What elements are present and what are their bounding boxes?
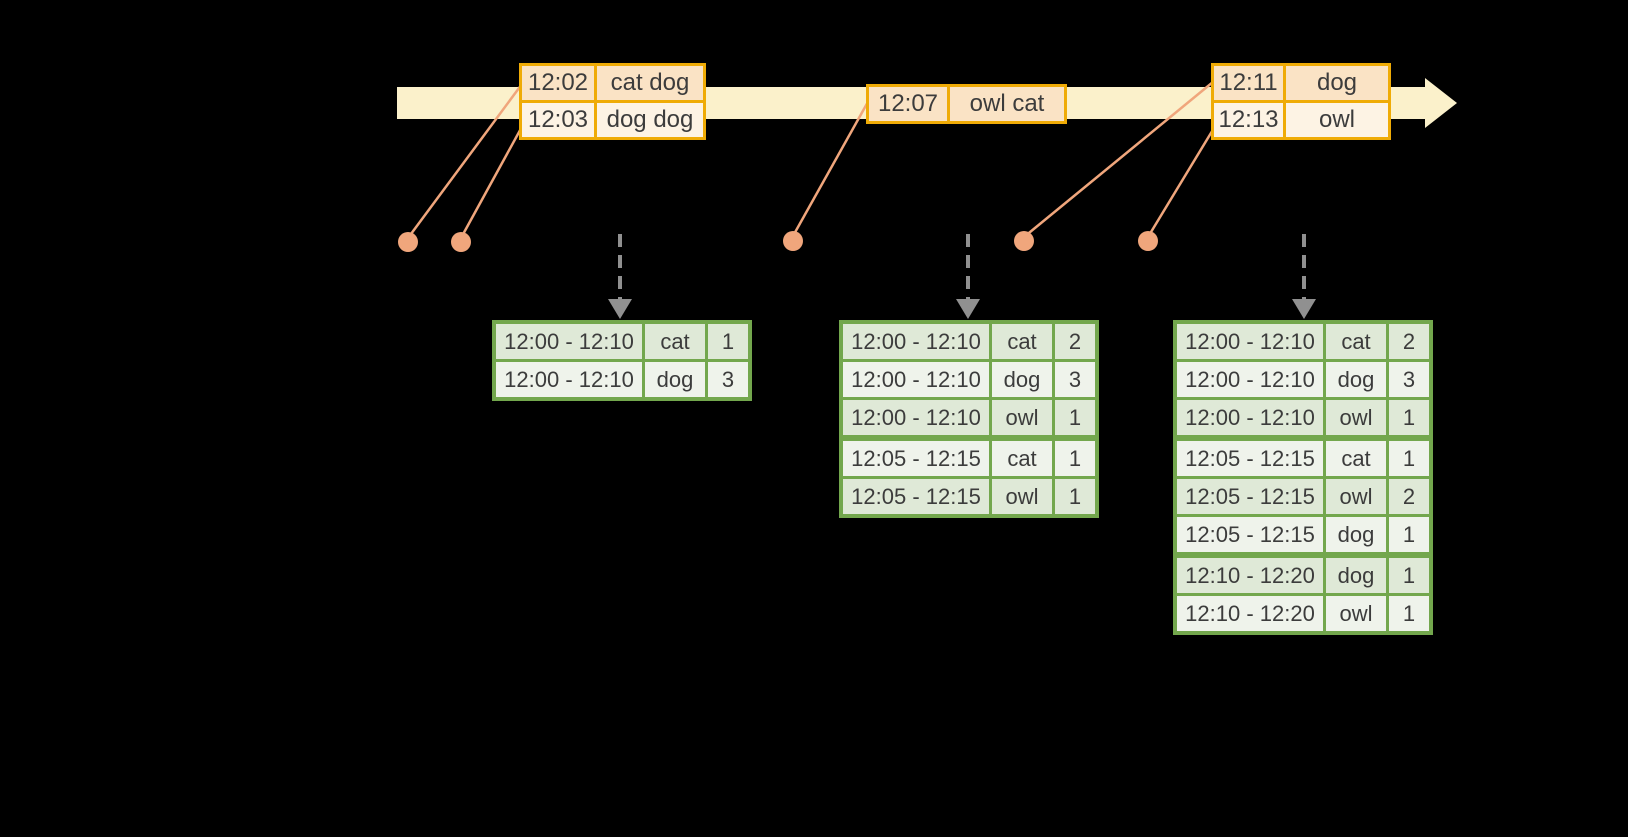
cell-window: 12:05 - 12:15 xyxy=(1177,517,1323,552)
event-dots xyxy=(398,231,1158,252)
table-row: 12:00 - 12:10 owl 1 xyxy=(1177,400,1429,435)
cell-count: 1 xyxy=(708,324,748,359)
trigger-arrowheads xyxy=(608,299,1316,319)
table-row: 12:00 - 12:10 dog 3 xyxy=(843,362,1095,397)
table-row: 12:10 - 12:20 dog 1 xyxy=(1177,558,1429,593)
cell-word: cat xyxy=(645,324,705,359)
connector-line xyxy=(459,122,526,239)
cell-count: 3 xyxy=(1389,362,1429,397)
cell-window: 12:05 - 12:15 xyxy=(1177,479,1323,514)
result-table-2: 12:00 - 12:10 cat 2 12:00 - 12:10 dog 3 … xyxy=(839,320,1099,518)
table-row: 12:00 - 12:10 cat 2 xyxy=(843,324,1095,359)
cell-word: dog xyxy=(1326,362,1386,397)
cell-time: 12:13 xyxy=(1214,103,1283,137)
cell-count: 2 xyxy=(1389,479,1429,514)
cell-time: 12:03 xyxy=(522,103,594,137)
table-row: 12:05 - 12:15 owl 1 xyxy=(843,479,1095,514)
cell-count: 1 xyxy=(1389,517,1429,552)
cell-words: dog dog xyxy=(597,103,703,137)
cell-window: 12:00 - 12:10 xyxy=(496,362,642,397)
trigger-arrow-lines xyxy=(618,234,1306,300)
event-table-2: 12:07 owl cat xyxy=(866,84,1067,124)
cell-count: 1 xyxy=(1055,441,1095,476)
cell-time: 12:07 xyxy=(869,87,947,121)
table-row: 12:10 - 12:20 owl 1 xyxy=(1177,596,1429,631)
event-dot xyxy=(1138,231,1158,251)
cell-word: cat xyxy=(992,324,1052,359)
cell-word: dog xyxy=(645,362,705,397)
cell-words: owl xyxy=(1286,103,1388,137)
cell-word: owl xyxy=(1326,400,1386,435)
cell-time: 12:11 xyxy=(1214,66,1283,100)
table-row: 12:05 - 12:15 dog 1 xyxy=(1177,517,1429,552)
cell-count: 1 xyxy=(1389,441,1429,476)
cell-count: 2 xyxy=(1389,324,1429,359)
cell-word: dog xyxy=(1326,558,1386,593)
cell-count: 3 xyxy=(708,362,748,397)
cell-window: 12:00 - 12:10 xyxy=(843,324,989,359)
cell-count: 1 xyxy=(1055,479,1095,514)
cell-word: owl xyxy=(1326,479,1386,514)
table-row: 12:00 - 12:10 cat 1 xyxy=(496,324,748,359)
connector-line xyxy=(406,83,524,239)
event-table-1: 12:02 cat dog 12:03 dog dog xyxy=(519,63,706,140)
cell-window: 12:05 - 12:15 xyxy=(843,441,989,476)
cell-window: 12:10 - 12:20 xyxy=(1177,596,1323,631)
connector-line xyxy=(1146,127,1216,238)
cell-word: cat xyxy=(1326,324,1386,359)
cell-word: dog xyxy=(992,362,1052,397)
cell-window: 12:00 - 12:10 xyxy=(1177,400,1323,435)
table-row: 12:00 - 12:10 dog 3 xyxy=(496,362,748,397)
cell-word: dog xyxy=(1326,517,1386,552)
cell-words: cat dog xyxy=(597,66,703,100)
event-dot xyxy=(783,231,803,251)
cell-word: owl xyxy=(992,479,1052,514)
cell-word: owl xyxy=(992,400,1052,435)
timeline-arrowhead-icon xyxy=(1425,78,1457,128)
event-dot xyxy=(451,232,471,252)
cell-word: owl xyxy=(1326,596,1386,631)
cell-window: 12:00 - 12:10 xyxy=(496,324,642,359)
result-table-1: 12:00 - 12:10 cat 1 12:00 - 12:10 dog 3 xyxy=(492,320,752,401)
cell-count: 1 xyxy=(1389,558,1429,593)
result-table-3: 12:00 - 12:10 cat 2 12:00 - 12:10 dog 3 … xyxy=(1173,320,1433,635)
event-dot xyxy=(1014,231,1034,251)
cell-count: 1 xyxy=(1055,400,1095,435)
table-row: 12:05 - 12:15 cat 1 xyxy=(1177,441,1429,476)
cell-window: 12:00 - 12:10 xyxy=(843,400,989,435)
cell-word: cat xyxy=(1326,441,1386,476)
table-row: 12:00 - 12:10 owl 1 xyxy=(843,400,1095,435)
event-connector-lines xyxy=(406,81,1216,239)
cell-time: 12:02 xyxy=(522,66,594,100)
cell-count: 1 xyxy=(1389,400,1429,435)
cell-window: 12:10 - 12:20 xyxy=(1177,558,1323,593)
connector-line xyxy=(1023,81,1214,238)
cell-window: 12:00 - 12:10 xyxy=(1177,362,1323,397)
cell-window: 12:00 - 12:10 xyxy=(843,362,989,397)
down-arrowhead-icon xyxy=(608,299,632,319)
event-dot xyxy=(398,232,418,252)
cell-words: owl cat xyxy=(950,87,1064,121)
connector-line xyxy=(791,99,871,237)
down-arrowhead-icon xyxy=(1292,299,1316,319)
table-row: 12:05 - 12:15 owl 2 xyxy=(1177,479,1429,514)
cell-window: 12:00 - 12:10 xyxy=(1177,324,1323,359)
event-table-3: 12:11 dog 12:13 owl xyxy=(1211,63,1391,140)
cell-word: cat xyxy=(992,441,1052,476)
table-row: 12:05 - 12:15 cat 1 xyxy=(843,441,1095,476)
cell-count: 1 xyxy=(1389,596,1429,631)
table-row: 12:00 - 12:10 dog 3 xyxy=(1177,362,1429,397)
table-row: 12:00 - 12:10 cat 2 xyxy=(1177,324,1429,359)
down-arrowhead-icon xyxy=(956,299,980,319)
cell-window: 12:05 - 12:15 xyxy=(1177,441,1323,476)
cell-count: 2 xyxy=(1055,324,1095,359)
cell-words: dog xyxy=(1286,66,1388,100)
cell-count: 3 xyxy=(1055,362,1095,397)
cell-window: 12:05 - 12:15 xyxy=(843,479,989,514)
